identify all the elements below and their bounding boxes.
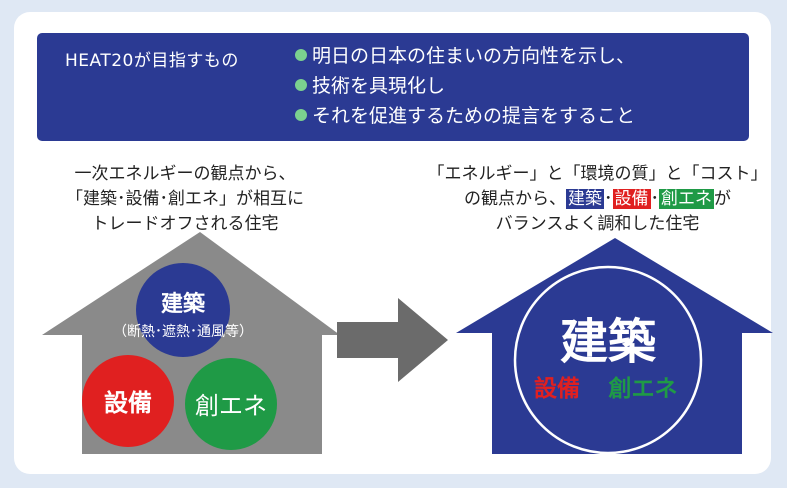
right-circle-energy: 創エネ — [609, 376, 678, 402]
circle-architecture-subtitle: （断熱･遮熱･通風等） — [113, 323, 253, 340]
circle-architecture-title: 建築 — [161, 291, 206, 317]
right-circle-equipment: 設備 — [534, 375, 580, 402]
right-circle-title: 建築 — [560, 314, 657, 370]
arrow-right-icon — [337, 298, 448, 382]
bullet-icon — [295, 109, 307, 121]
left-desc-line-1: 一次エネルギーの観点から、 — [74, 164, 296, 184]
bullet-icon — [295, 79, 307, 91]
right-house-shape — [456, 238, 773, 454]
right-desc-line-3: バランスよく調和した住宅 — [495, 214, 700, 234]
tag-equipment: 設備 — [612, 189, 651, 209]
right-desc-line-2: の観点から、建築･設備･創エネが — [464, 189, 731, 209]
circle-energy — [185, 358, 277, 450]
right-house-circle — [513, 265, 703, 455]
goal-label: HEAT20が目指すもの — [65, 51, 239, 71]
right-description: 「エネルギー」と「環境の質」と「コスト」 の観点から、建築･設備･創エネが バラ… — [420, 162, 775, 237]
right-desc-line-1: 「エネルギー」と「環境の質」と「コスト」 — [427, 164, 768, 184]
goal-banner: HEAT20が目指すもの 明日の日本の住まいの方向性を示し、 技術を具現化し そ… — [37, 33, 749, 141]
bullet-icon — [295, 49, 307, 61]
circle-energy-label: 創エネ — [195, 392, 267, 420]
circle-equipment-label: 設備 — [104, 389, 152, 417]
goal-item-3: それを促進するための提言をすること — [295, 103, 635, 129]
left-desc-line-2: 「建築･設備･創エネ」が相互に — [66, 189, 304, 209]
goal-item-3-text: それを促進するための提言をすること — [312, 105, 636, 127]
goal-item-2: 技術を具現化し — [295, 73, 445, 99]
left-desc-line-3: トレードオフされる住宅 — [91, 214, 279, 234]
tag-architecture: 建築 — [566, 189, 604, 209]
goal-item-1-text: 明日の日本の住まいの方向性を示し、 — [312, 45, 636, 67]
circle-equipment — [82, 355, 174, 447]
tag-energy: 創エネ — [659, 189, 714, 209]
goal-item-2-text: 技術を具現化し — [312, 75, 446, 97]
left-description: 一次エネルギーの観点から、 「建築･設備･創エネ」が相互に トレードオフされる住… — [40, 162, 330, 237]
goal-item-1: 明日の日本の住まいの方向性を示し、 — [295, 43, 635, 69]
circle-architecture — [136, 263, 230, 357]
